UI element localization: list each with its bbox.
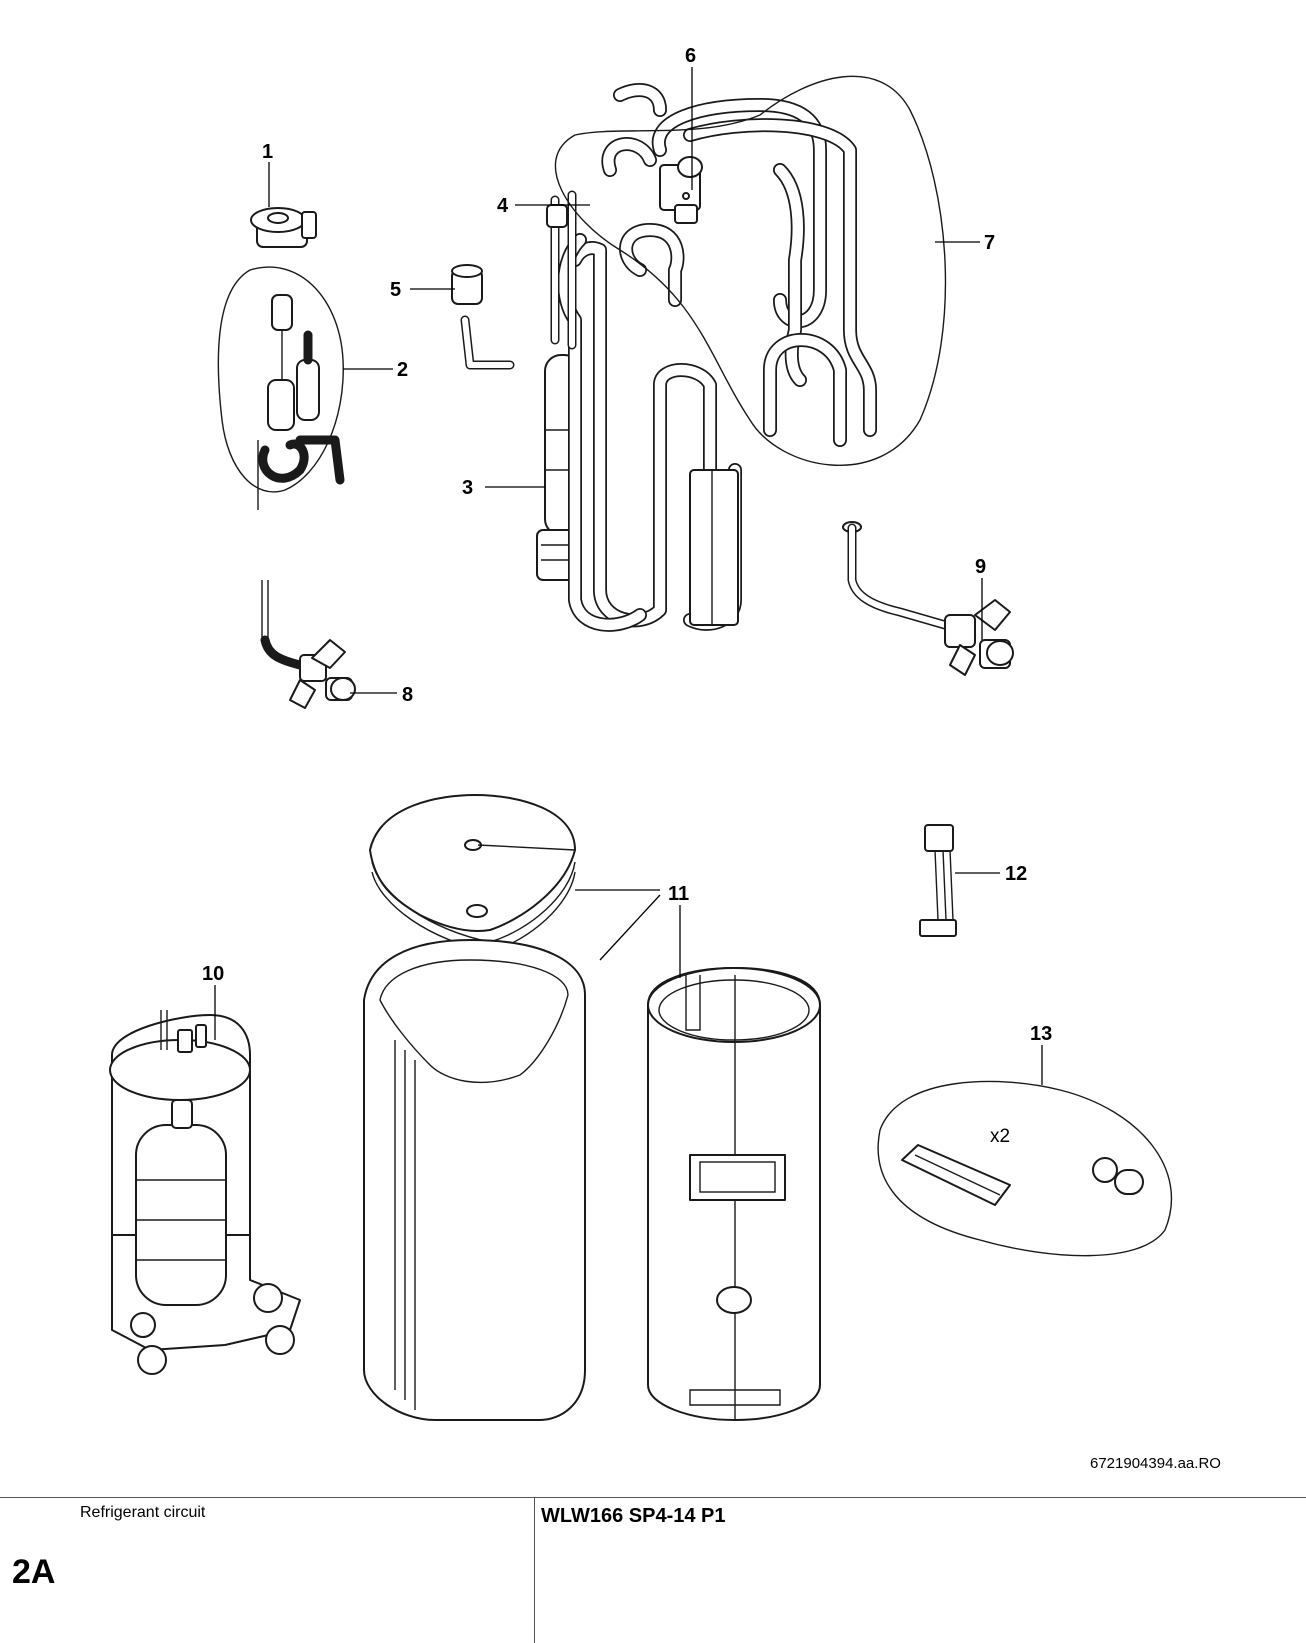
part-12-cable: [919, 824, 957, 937]
part-10-compressor: [109, 1010, 301, 1375]
callout-9: 9: [975, 556, 986, 578]
footer-divider-vertical: [534, 1497, 535, 1643]
callout-4: 4: [497, 195, 509, 217]
footer-divider-horizontal: [0, 1497, 1306, 1498]
callout-8: 8: [402, 684, 413, 706]
callout-leaders: [214, 67, 1043, 1085]
callout-11: 11: [668, 883, 689, 905]
callout-2: 2: [397, 359, 408, 381]
section-title: Refrigerant circuit: [80, 1504, 206, 1521]
callout-1: 1: [262, 141, 273, 163]
section-code: 2A: [12, 1553, 56, 1591]
callout-10: 10: [202, 963, 224, 985]
callout-5: 5: [390, 279, 401, 301]
part-1-coil: [250, 207, 317, 248]
drawing-reference: 6721904394.aa.RO: [1090, 1455, 1221, 1472]
callout-12: 12: [1005, 863, 1027, 885]
callout-3: 3: [462, 477, 473, 499]
callout-6: 6: [685, 45, 696, 67]
quantity-note: x2: [990, 1126, 1010, 1147]
part-9-service-valve: [842, 521, 1014, 676]
callout-7: 7: [984, 232, 995, 254]
part-5-filter: [451, 264, 515, 370]
part-4-fitting: [546, 204, 568, 228]
part-11-insulation-sleeve: [647, 967, 821, 1421]
model-name: WLW166 SP4-14 P1: [541, 1505, 726, 1527]
part-11-insulation-jacket: [363, 794, 586, 1421]
callout-labels: 1 2 3 4 5 6 7 8 9 10 11 12 13 x2: [202, 45, 1052, 1147]
part-13-accessory-kit: [877, 1080, 1173, 1257]
part-3-accumulator-circuit: [536, 75, 947, 632]
callout-13: 13: [1030, 1023, 1052, 1045]
part-2-valve-assembly: [217, 266, 345, 510]
part-8-service-valve: [260, 580, 356, 709]
